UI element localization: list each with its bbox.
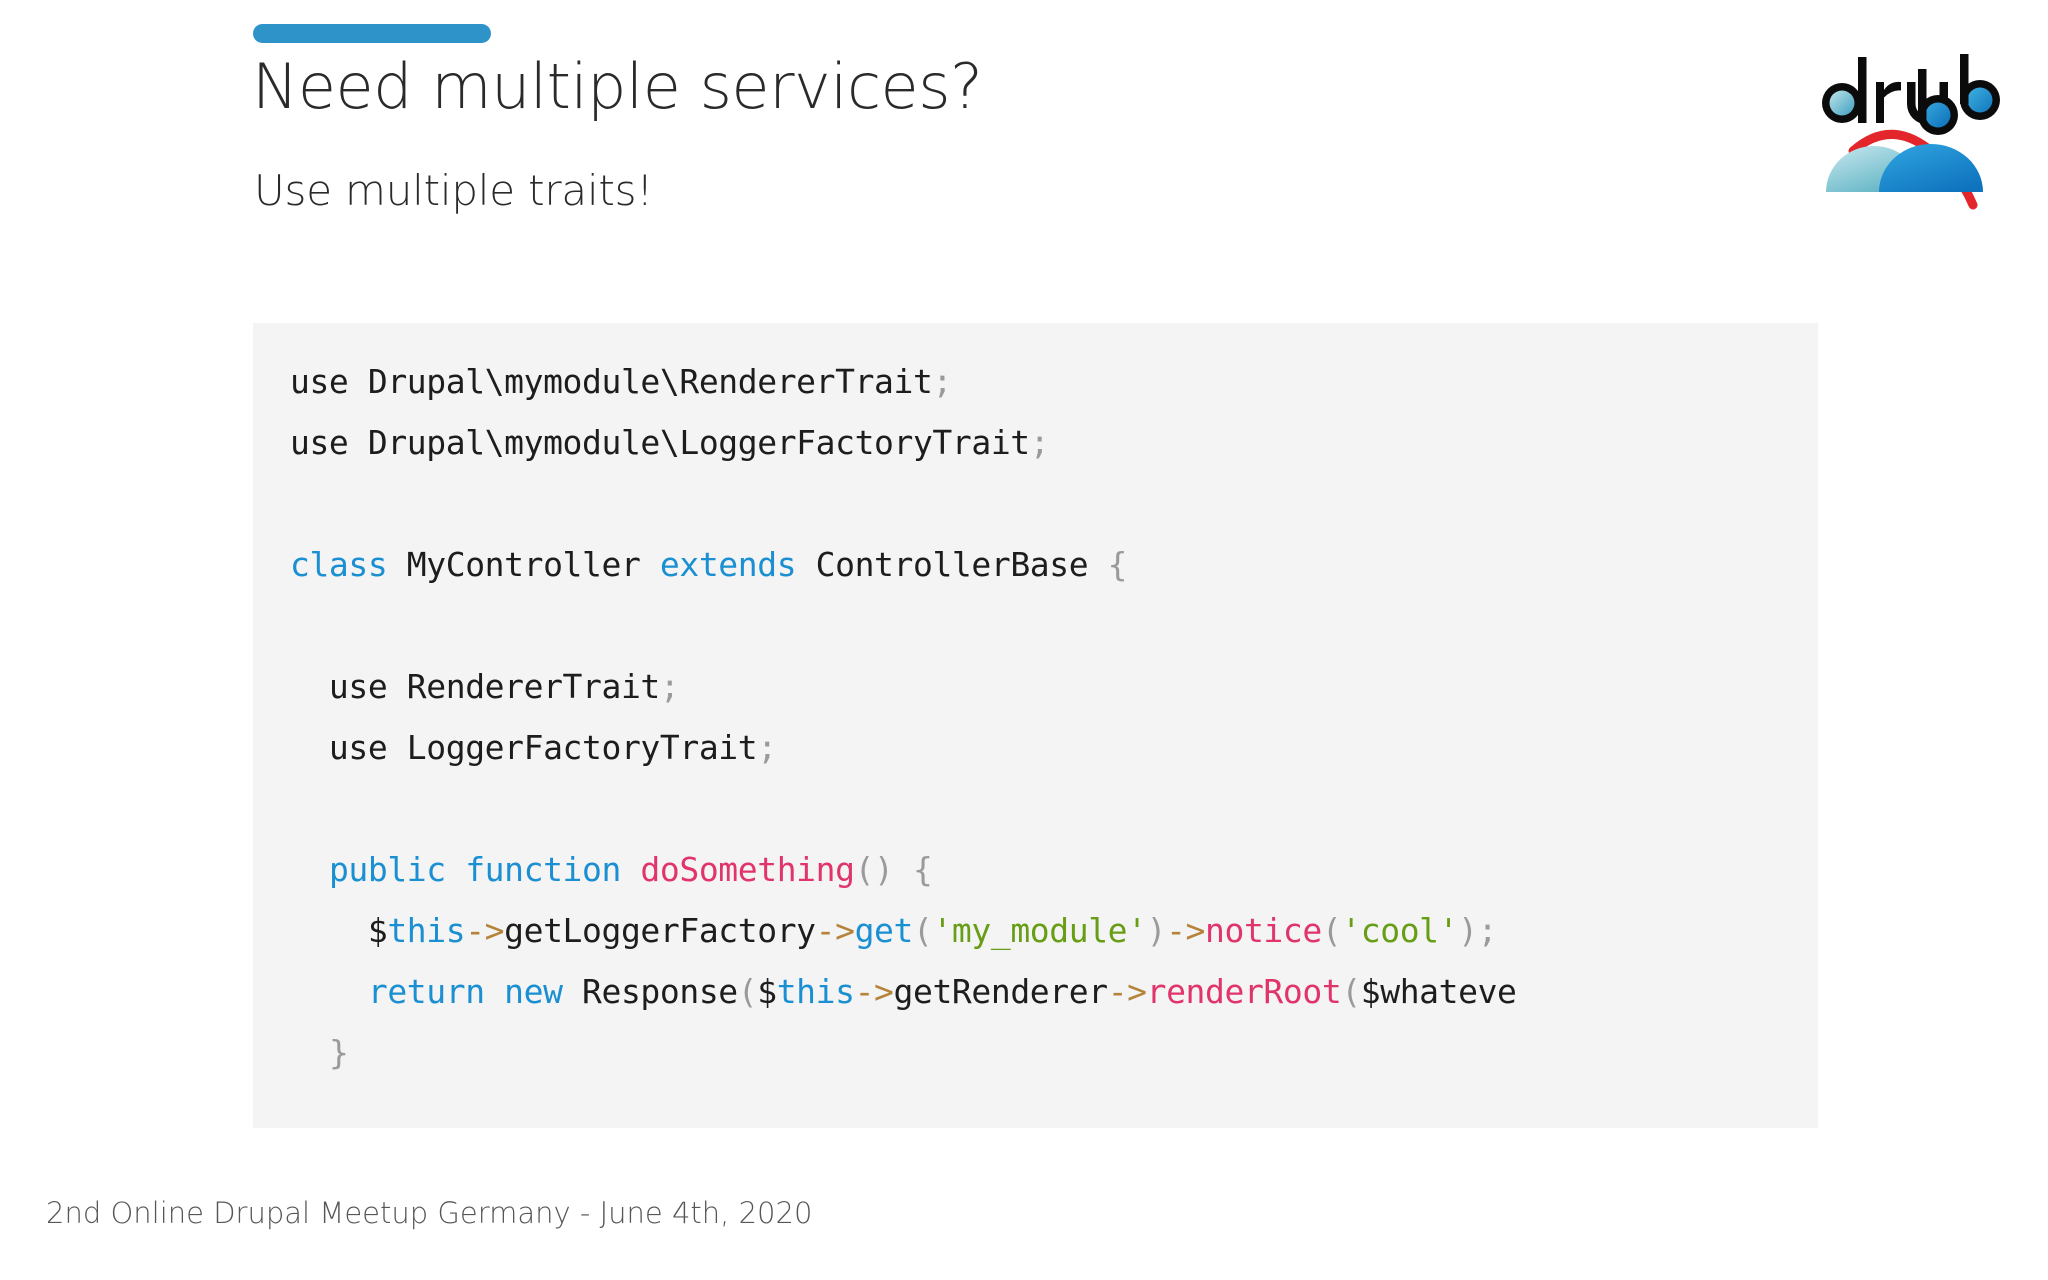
code-token: (: [912, 911, 933, 950]
slide-footer: 2nd Online Drupal Meetup Germany - June …: [46, 1196, 813, 1230]
line-class-declaration: class MyController extends ControllerBas…: [290, 534, 1818, 595]
code-token: use LoggerFactoryTrait: [290, 728, 758, 767]
code-token: use Drupal\mymodule\LoggerFactoryTrait: [290, 423, 1030, 462]
line-logger-notice: $this->getLoggerFactory->get('my_module'…: [290, 900, 1818, 961]
code-token: $whateve: [1360, 972, 1517, 1011]
code-token: renderRoot: [1146, 972, 1342, 1011]
code-listing: use Drupal\mymodule\RendererTrait;use Dr…: [290, 351, 1818, 1083]
line-blank-3: [290, 778, 1818, 839]
code-token: (: [737, 972, 758, 1011]
title-accent-bar: [253, 24, 491, 43]
code-token: ->: [1166, 911, 1206, 950]
code-token: getLoggerFactory: [504, 911, 816, 950]
line-return-response: return new Response($this->getRenderer->…: [290, 961, 1818, 1022]
code-token: [621, 850, 640, 889]
page-title: Need multiple services?: [252, 50, 983, 123]
code-token: [290, 911, 368, 950]
code-token: ): [1146, 911, 1167, 950]
line-blank-2: [290, 595, 1818, 656]
code-token: return new: [367, 972, 563, 1011]
code-token: }: [328, 1033, 349, 1072]
code-token: this: [776, 972, 855, 1011]
code-token: get: [854, 911, 914, 950]
code-token: ->: [465, 911, 505, 950]
code-token: public function: [328, 850, 621, 889]
code-token: ;: [1029, 423, 1050, 462]
line-trait-renderer: use RendererTrait;: [290, 656, 1818, 717]
logo-cloud-dark: [1879, 144, 1983, 192]
code-token: ;: [757, 728, 777, 767]
code-token: ->: [1107, 972, 1147, 1011]
code-token: ->: [815, 911, 855, 950]
code-token: [290, 1033, 329, 1072]
line-use-renderer-trait: use Drupal\mymodule\RendererTrait;: [290, 351, 1818, 412]
code-token: 'cool': [1341, 911, 1459, 950]
code-token: class: [290, 545, 388, 584]
code-token: (): [854, 850, 894, 889]
code-token: [290, 972, 368, 1011]
code-token: {: [912, 850, 933, 889]
code-token: use Drupal\mymodule\RendererTrait: [290, 362, 933, 401]
code-token: ;: [659, 667, 680, 706]
code-token: doSomething: [640, 850, 855, 889]
code-token: this: [387, 911, 466, 950]
logo-wordmark-glyphs: [1822, 54, 2000, 135]
code-token: ;: [1477, 911, 1498, 950]
code-token: $: [757, 972, 777, 1011]
line-method-signature: public function doSomething() {: [290, 839, 1818, 900]
line-use-logger-factory-trait: use Drupal\mymodule\LoggerFactoryTrait;: [290, 412, 1818, 473]
code-token: ;: [932, 362, 952, 401]
code-token: 'my_module': [932, 911, 1147, 950]
code-token: [894, 850, 913, 889]
code-token: [290, 850, 329, 889]
code-token: getRenderer: [893, 972, 1109, 1011]
code-token: (: [1341, 972, 1361, 1011]
line-method-close: }: [290, 1022, 1818, 1083]
code-block: use Drupal\mymodule\RendererTrait;use Dr…: [253, 323, 1818, 1128]
code-token: notice: [1205, 911, 1322, 950]
line-blank-1: [290, 473, 1818, 534]
code-token: $: [367, 911, 388, 950]
page-subtitle: Use multiple traits!: [254, 166, 653, 215]
code-token: ->: [854, 972, 894, 1011]
code-token: Response: [562, 972, 738, 1011]
code-token: [290, 606, 309, 645]
code-token: (: [1321, 911, 1342, 950]
code-token: ): [1458, 911, 1478, 950]
code-token: [290, 484, 309, 523]
code-token: [290, 789, 309, 828]
code-token: use RendererTrait: [290, 667, 660, 706]
line-trait-logger-factory: use LoggerFactoryTrait;: [290, 717, 1818, 778]
code-token: ControllerBase: [796, 545, 1108, 584]
code-token: extends: [659, 545, 797, 584]
code-token: {: [1107, 545, 1128, 584]
drubb-logo: [1806, 52, 2020, 212]
code-token: MyController: [387, 545, 660, 584]
